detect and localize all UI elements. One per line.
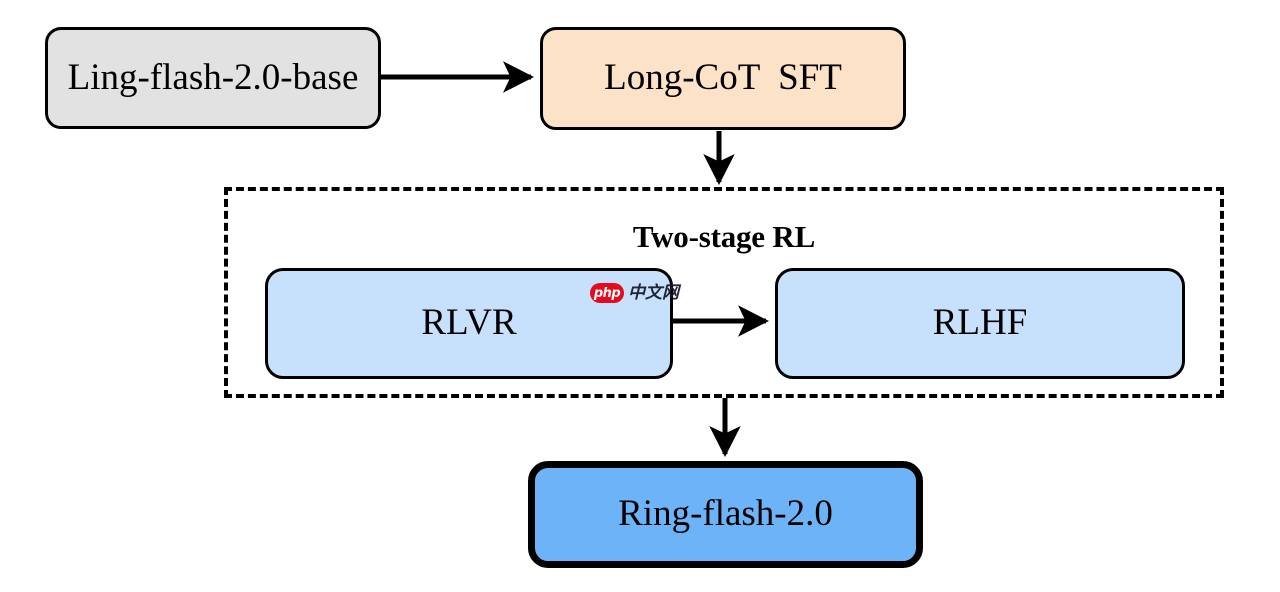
node-label: RLHF (932, 302, 1028, 344)
node-rlhf[interactable]: RLHF (775, 268, 1185, 379)
php-logo-icon: php (590, 283, 624, 303)
node-label: Long-CoT SFT (604, 57, 842, 99)
node-ring-flash-2-0[interactable]: Ring-flash-2.0 (528, 461, 923, 568)
node-ling-flash-2-0-base[interactable]: Ling-flash-2.0-base (45, 27, 381, 129)
node-label: Ling-flash-2.0-base (67, 56, 359, 98)
node-rlvr[interactable]: RLVR (265, 268, 673, 379)
watermark: php 中文网 (590, 283, 679, 303)
node-long-cot-sft[interactable]: Long-CoT SFT (540, 27, 906, 130)
watermark-text: 中文网 (628, 282, 679, 303)
group-two-stage-rl: Two-stage RL (224, 187, 1224, 398)
node-label: Ring-flash-2.0 (618, 493, 833, 535)
group-title: Two-stage RL (632, 219, 816, 254)
node-label: RLVR (421, 302, 517, 344)
